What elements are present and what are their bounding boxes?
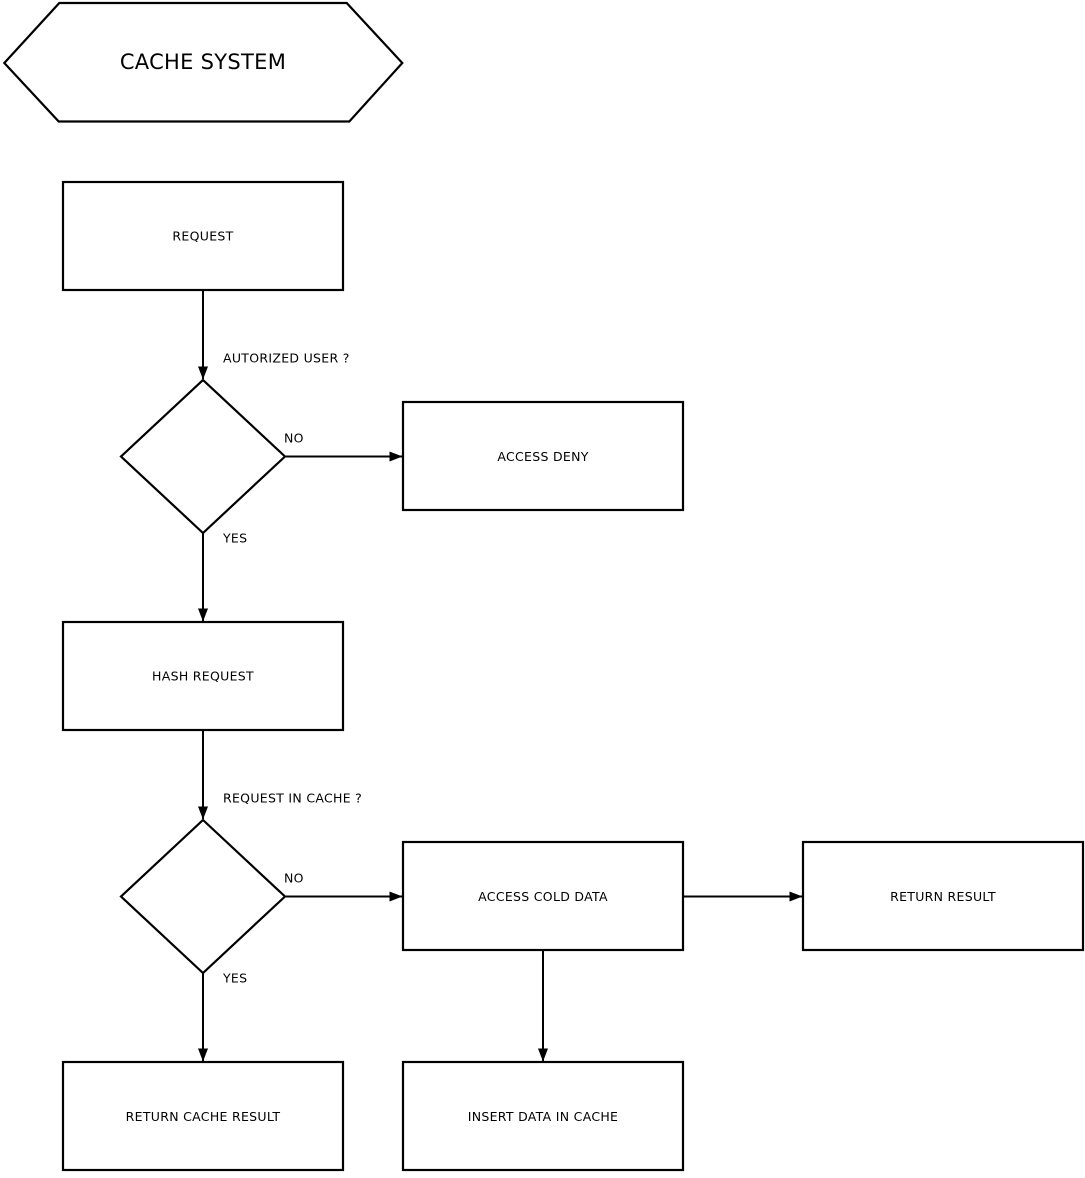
node-return-cache-result: RETURN CACHE RESULT xyxy=(61,1060,345,1172)
node-hash-request: HASH REQUEST xyxy=(61,620,345,732)
node-label: RETURN RESULT xyxy=(890,889,996,904)
title-node: CACHE SYSTEM xyxy=(2,1,404,123)
node-label: RETURN CACHE RESULT xyxy=(126,1109,281,1124)
node-label: REQUEST xyxy=(172,229,233,244)
edge-label-cache-yes: YES xyxy=(222,971,247,986)
decision-question-request-in-cache: REQUEST IN CACHE ? xyxy=(223,791,362,806)
rect-shape xyxy=(61,1060,345,1172)
diamond-shape xyxy=(119,378,287,535)
node-return-result: RETURN RESULT xyxy=(801,840,1085,952)
decision-question-authorized-user: AUTORIZED USER ? xyxy=(223,351,350,366)
rect-shape xyxy=(401,840,685,952)
node-label: ACCESS COLD DATA xyxy=(478,889,608,904)
edge-label-authorized-yes: YES xyxy=(222,531,247,546)
decision-authorized-user xyxy=(119,378,287,535)
edge-label-authorized-no: NO xyxy=(284,431,304,446)
diagram-title: CACHE SYSTEM xyxy=(120,50,286,74)
node-insert-data-in-cache: INSERT DATA IN CACHE xyxy=(401,1060,685,1172)
rect-shape xyxy=(61,620,345,732)
hexagon-shape xyxy=(2,1,404,123)
node-request: REQUEST xyxy=(61,180,345,292)
node-access-cold-data: ACCESS COLD DATA xyxy=(401,840,685,952)
rect-shape xyxy=(401,400,685,512)
edge-label-cache-no: NO xyxy=(284,871,304,886)
node-label: INSERT DATA IN CACHE xyxy=(468,1109,619,1124)
diamond-shape xyxy=(119,818,287,975)
node-access-deny: ACCESS DENY xyxy=(401,400,685,512)
node-label: HASH REQUEST xyxy=(152,669,254,684)
rect-shape xyxy=(401,1060,685,1172)
decision-request-in-cache xyxy=(119,818,287,975)
rect-shape xyxy=(801,840,1085,952)
node-label: ACCESS DENY xyxy=(497,449,588,464)
rect-shape xyxy=(61,180,345,292)
